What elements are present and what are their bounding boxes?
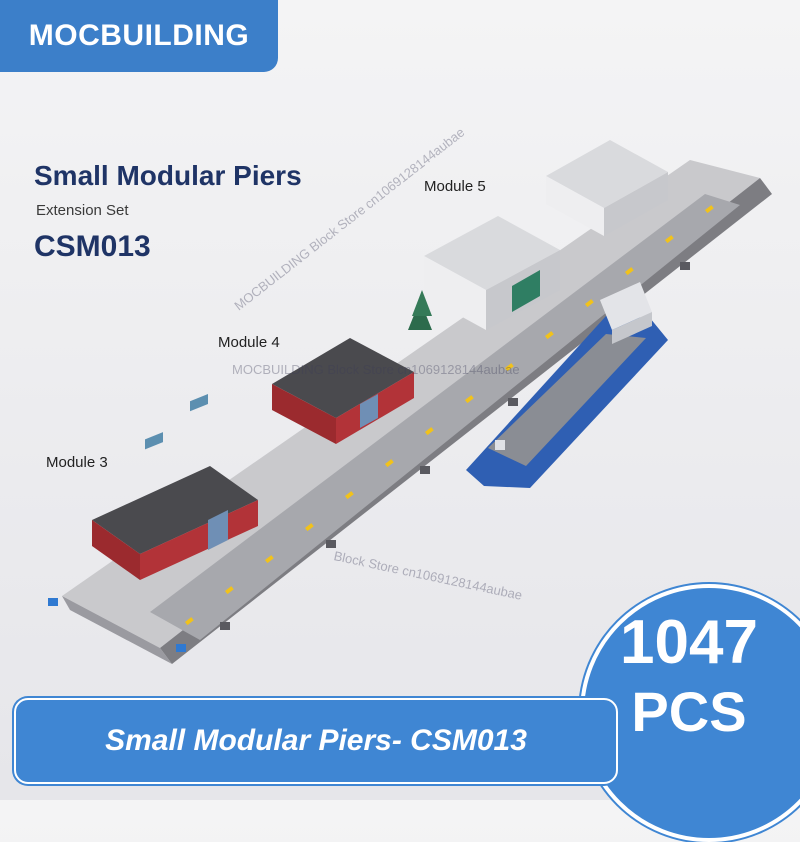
brand-name: MOCBUILDING — [28, 19, 250, 52]
pier-illustration — [48, 140, 772, 664]
set-subtitle: Extension Set — [36, 202, 129, 219]
office-building-icon — [546, 140, 668, 236]
piece-count-unit: PCS — [631, 680, 747, 743]
module-4-label: Module 4 — [218, 334, 280, 351]
set-code: CSM013 — [34, 230, 151, 263]
tree-icon — [408, 290, 432, 330]
pier-platform — [48, 160, 772, 664]
module-3-label: Module 3 — [46, 454, 108, 471]
warehouse-icon — [272, 338, 414, 444]
set-title: Small Modular Piers — [34, 160, 302, 191]
office-building-icon — [424, 216, 560, 330]
watermark-horizontal: MOCBUILDING Block Store cn1069128144auba… — [232, 362, 520, 377]
brand-badge: MOCBUILDING — [0, 0, 278, 72]
piece-count-number: 1047 — [620, 608, 758, 677]
warehouse-icon — [92, 393, 258, 580]
module-5-label: Module 5 — [424, 178, 486, 195]
product-banner-text: Small Modular Piers- CSM013 — [105, 724, 527, 757]
product-banner: Small Modular Piers- CSM013 — [14, 698, 618, 784]
ship-icon — [466, 282, 668, 488]
